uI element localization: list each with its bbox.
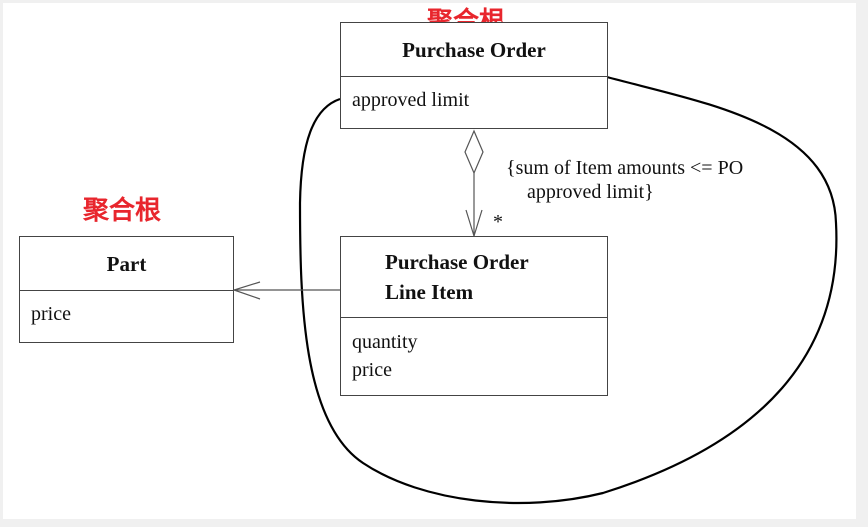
class-name-line-2: Line Item [385, 280, 474, 304]
class-attributes: quantity price [341, 318, 607, 384]
attribute-quantity: quantity [352, 331, 418, 353]
association-arrowhead [232, 281, 261, 300]
aggregate-root-label-part: 聚合根 [82, 196, 162, 227]
class-attributes: approved limit [341, 77, 607, 114]
constraint-line-1: {sum of Item amounts <= PO [506, 157, 744, 179]
class-name: Purchase Order Line Item [341, 237, 607, 318]
multiplicity-label: * [493, 211, 503, 233]
constraint-note: {sum of Item amounts <= PO approved limi… [506, 156, 743, 204]
class-name-text: Part [106, 251, 147, 276]
constraint-line-2: approved limit} [527, 181, 654, 203]
class-part: Part price [19, 236, 234, 343]
class-name-text: Purchase Order [402, 37, 546, 62]
aggregation-diamond [464, 129, 484, 175]
diagram-canvas: 聚合根 聚合根 Purchase Order approved limit Pa… [3, 3, 856, 519]
class-attributes: price [20, 291, 233, 328]
class-purchase-order: Purchase Order approved limit [340, 22, 608, 129]
attribute-price: price [352, 359, 392, 381]
class-name: Purchase Order [341, 23, 607, 77]
attribute-approved-limit: approved limit [352, 89, 470, 111]
attribute-price: price [31, 303, 71, 325]
aggregate-boundary [298, 75, 838, 505]
class-name: Part [20, 237, 233, 291]
class-purchase-order-line-item: Purchase Order Line Item quantity price [340, 236, 608, 396]
class-name-line-1: Purchase Order [385, 250, 529, 274]
